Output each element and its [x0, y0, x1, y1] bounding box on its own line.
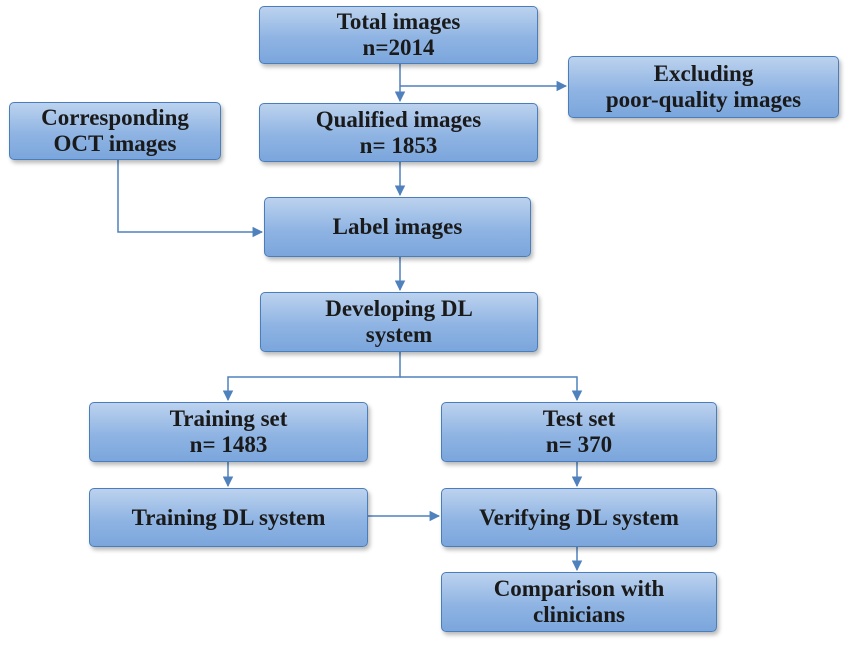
node-training-set-line1: Training set — [169, 406, 288, 431]
node-test-set: Test set n= 370 — [441, 402, 717, 462]
node-developing-dl: Developing DL system — [260, 292, 538, 352]
edge-developing-to-training-set — [222, 352, 401, 402]
node-verifying-dl-system: Verifying DL system — [441, 488, 717, 547]
node-corresponding-oct-line2: OCT images — [53, 131, 177, 156]
node-qualified-images-line1: Qualified images — [315, 106, 482, 132]
node-training-set: Training set n= 1483 — [89, 402, 368, 462]
node-label-images: Label images — [264, 197, 531, 257]
edge-oct-to-label — [117, 160, 264, 238]
node-qualified-images: Qualified images n= 1853 — [259, 103, 538, 162]
node-label-images-line1: Label images — [332, 214, 463, 239]
edge-developing-to-test-set — [400, 376, 583, 402]
node-excluding-line1: Excluding — [653, 61, 754, 86]
node-training-set-line2: n= 1483 — [189, 432, 268, 457]
node-verifying-dl-system-line1: Verifying DL system — [479, 504, 679, 530]
node-developing-dl-line1: Developing DL — [325, 296, 473, 321]
node-comparison-with-clinicians: Comparison with clinicians — [441, 572, 717, 632]
node-qualified-images-line2: n= 1853 — [359, 132, 438, 158]
node-test-set-line2: n= 370 — [545, 432, 613, 457]
node-total-images-line2: n=2014 — [362, 35, 435, 60]
node-training-dl-system-line1: Training DL system — [131, 504, 326, 530]
node-excluding-line2: poor-quality images — [605, 87, 802, 112]
node-test-set-line1: Test set — [542, 406, 616, 431]
node-excluding: Excluding poor-quality images — [568, 56, 839, 118]
node-training-dl-system: Training DL system — [89, 488, 368, 547]
node-comparison-line1: Comparison with — [493, 576, 665, 601]
node-corresponding-oct: Corresponding OCT images — [9, 102, 221, 160]
node-developing-dl-line2: system — [365, 322, 433, 347]
node-total-images-line1: Total images — [336, 9, 461, 34]
node-total-images: Total images n=2014 — [259, 6, 538, 64]
node-comparison-line2: clinicians — [532, 602, 625, 627]
node-corresponding-oct-line1: Corresponding — [41, 105, 189, 130]
